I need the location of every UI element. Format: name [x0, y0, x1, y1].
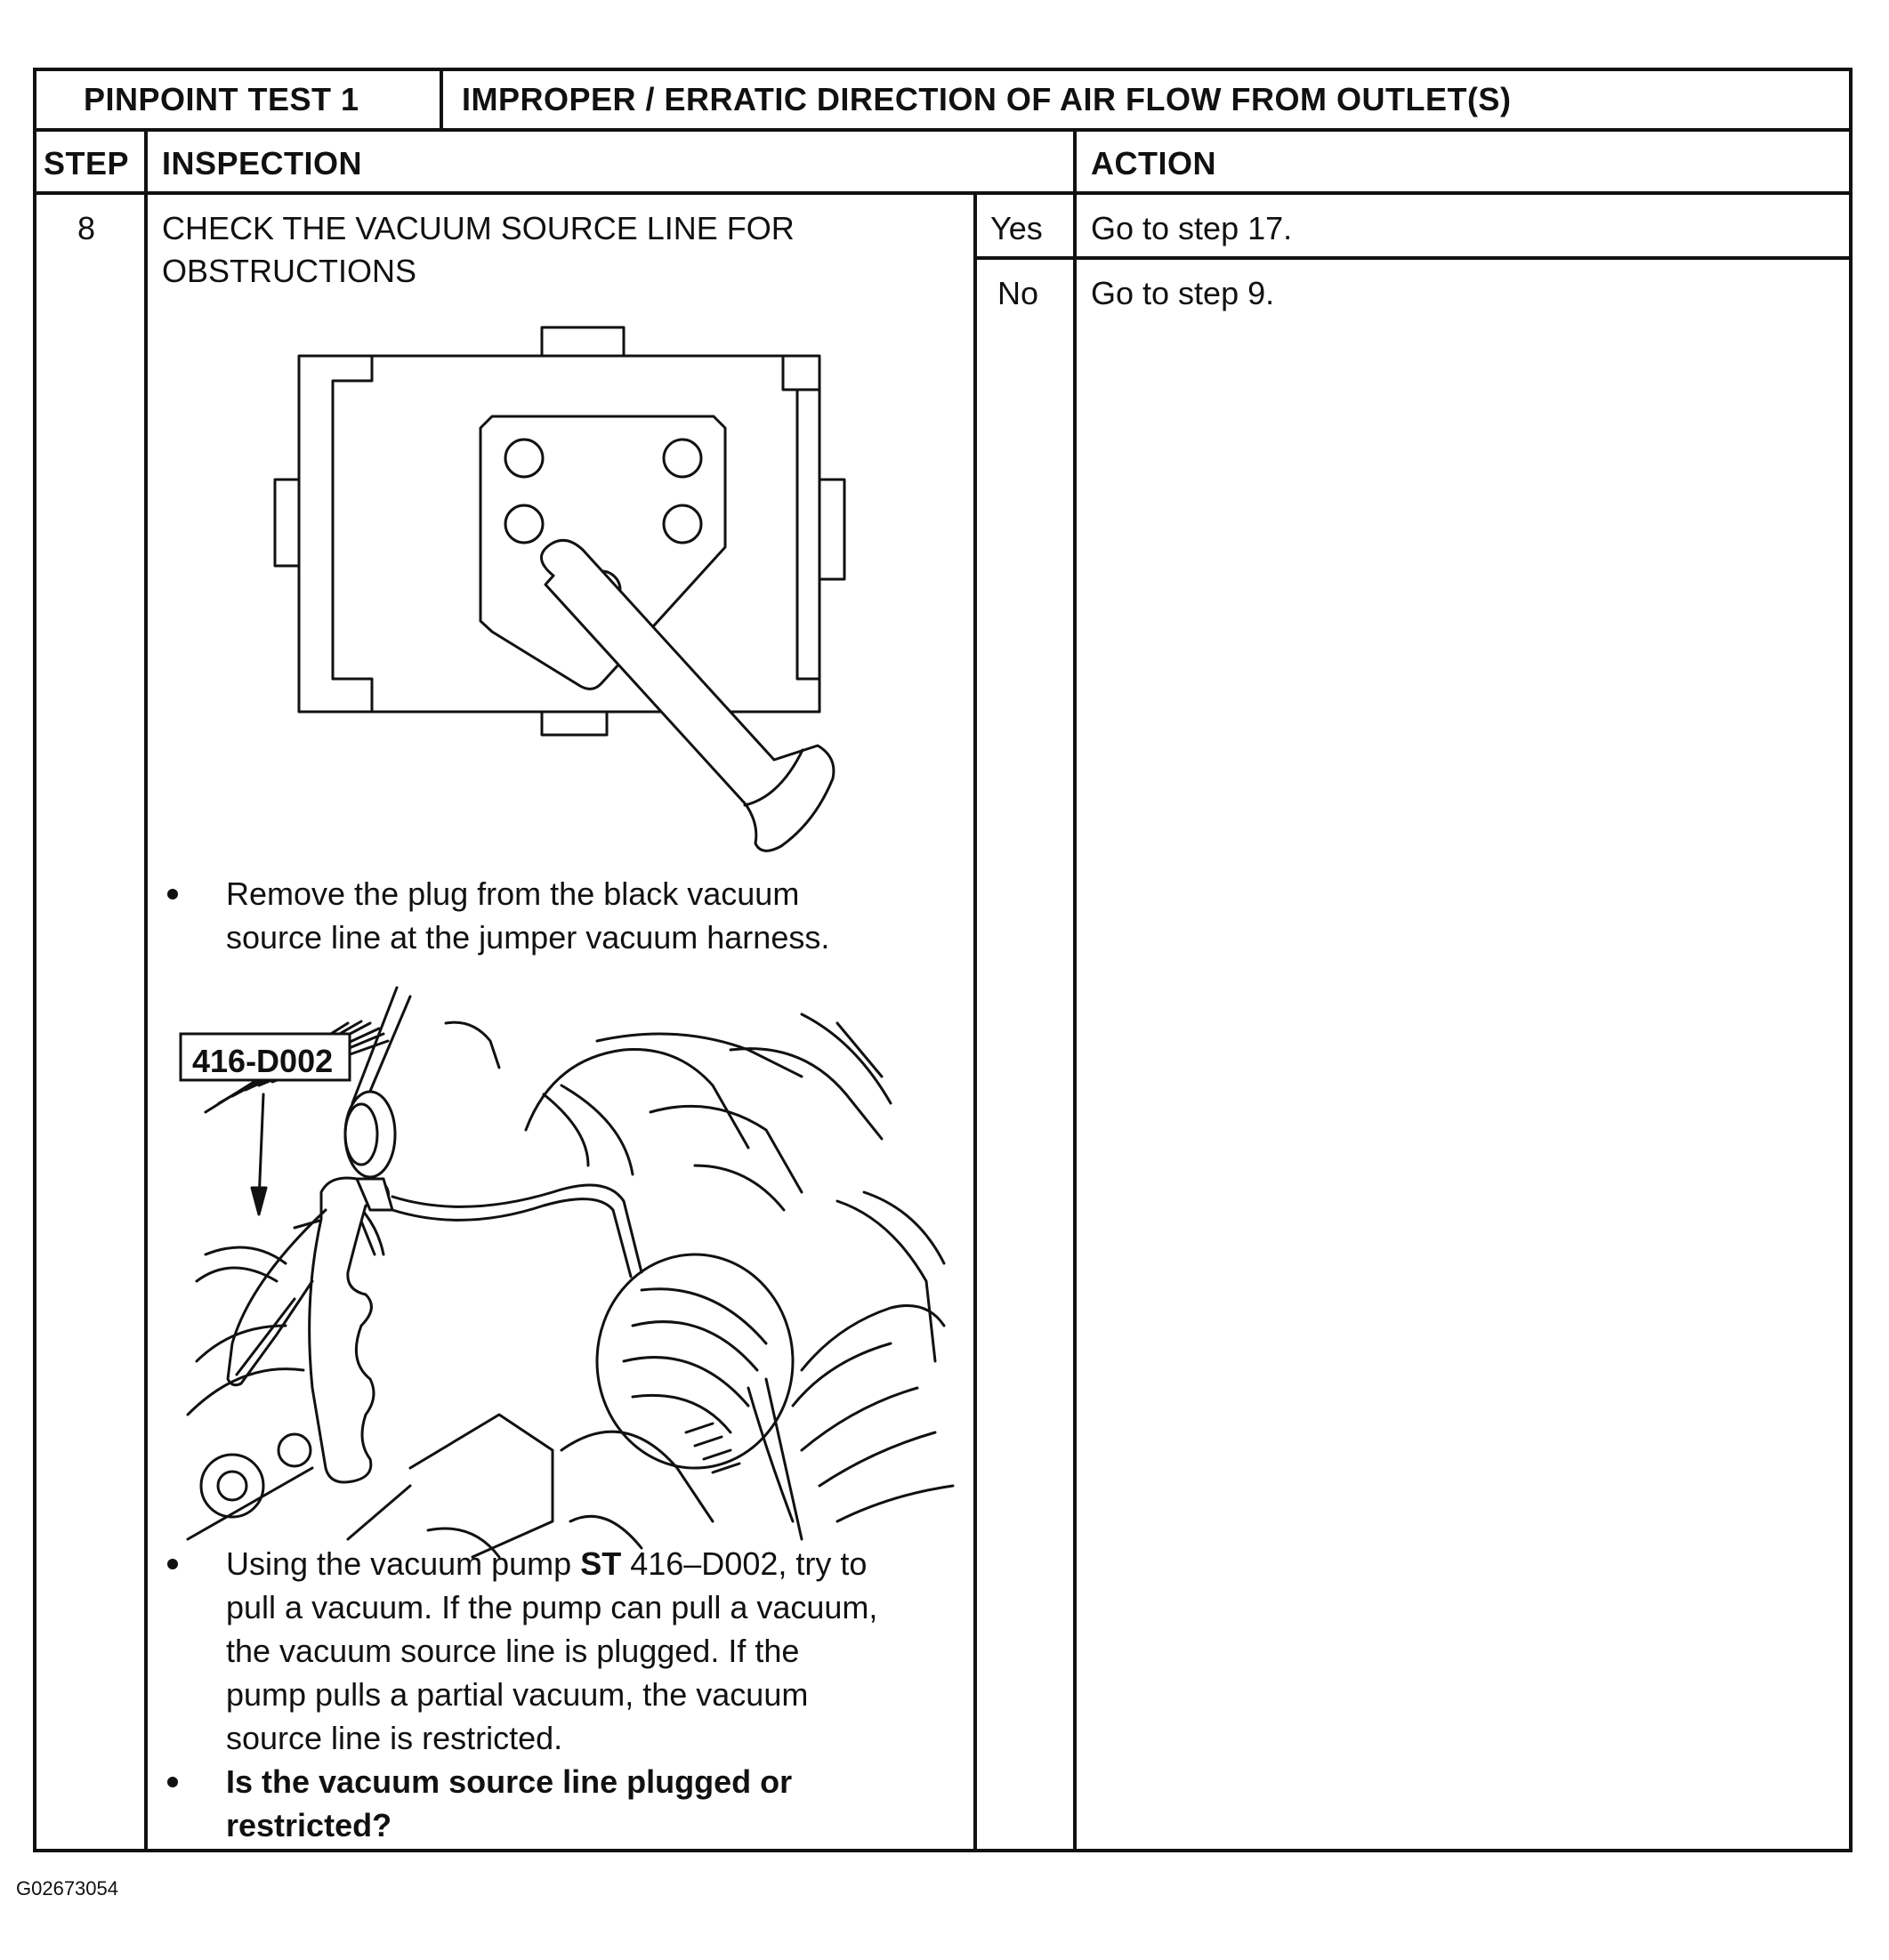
answer-no: No — [997, 275, 1039, 311]
title-divider — [440, 71, 443, 128]
vacuum-actuator-illustration — [273, 326, 846, 852]
action-column-divider — [1073, 128, 1077, 1849]
bullet-2-line-4: pump pulls a partial vacuum, the vacuum — [226, 1676, 809, 1713]
bullet-2 — [167, 1559, 178, 1569]
bullet-1 — [167, 889, 178, 899]
answer-yes: Yes — [990, 210, 1043, 246]
inspection-column-header: INSPECTION — [162, 145, 363, 181]
test-title: IMPROPER / ERRATIC DIRECTION OF AIR FLOW… — [462, 81, 1512, 117]
action-column-header: ACTION — [1091, 145, 1216, 181]
bullet-2-line-1-pre: Using the vacuum pump — [226, 1545, 581, 1582]
answer-divider — [973, 256, 1849, 260]
bullet-3-line-1: Is the vacuum source line plugged or — [226, 1763, 793, 1800]
bullet-3-line-2: restricted? — [226, 1807, 392, 1843]
inspection-column-divider — [973, 191, 977, 1849]
bullet-2-line-2: pull a vacuum. If the pump can pull a va… — [226, 1589, 878, 1625]
step-column-divider — [144, 128, 148, 1849]
bullet-1-text: Remove the plug from the black vacuum so… — [226, 872, 956, 959]
vacuum-pump-engine-illustration — [179, 986, 955, 1559]
bullet-2-line-3: the vacuum source line is plugged. If th… — [226, 1633, 800, 1669]
action-yes: Go to step 17. — [1091, 210, 1293, 246]
tool-callout-label: 416-D002 — [192, 1043, 334, 1079]
header-divider — [36, 128, 1849, 132]
inspection-heading-line-2: OBSTRUCTIONS — [162, 253, 417, 289]
bullet-1-line-2: source line at the jumper vacuum harness… — [226, 919, 830, 956]
bullet-2-text: Using the vacuum pump ST 416–D002, try t… — [226, 1542, 965, 1760]
step-column-header: STEP — [44, 145, 130, 181]
step-number: 8 — [77, 210, 96, 246]
inspection-heading-line-1: CHECK THE VACUUM SOURCE LINE FOR — [162, 210, 795, 246]
bullet-1-line-1: Remove the plug from the black vacuum — [226, 875, 800, 912]
figure-code: G02673054 — [16, 1877, 118, 1900]
action-no: Go to step 9. — [1091, 275, 1275, 311]
bullet-2-line-1-bold: ST — [580, 1545, 622, 1582]
bullet-3 — [167, 1777, 178, 1787]
bullet-2-line-1-post: 416–D002, try to — [621, 1545, 868, 1582]
column-header-divider — [36, 191, 1849, 195]
bullet-3-text: Is the vacuum source line plugged or res… — [226, 1760, 965, 1847]
test-label: PINPOINT TEST 1 — [84, 81, 359, 117]
bullet-2-line-5: source line is restricted. — [226, 1720, 563, 1756]
pinpoint-test-table: PINPOINT TEST 1 IMPROPER / ERRATIC DIREC… — [33, 68, 1853, 1852]
